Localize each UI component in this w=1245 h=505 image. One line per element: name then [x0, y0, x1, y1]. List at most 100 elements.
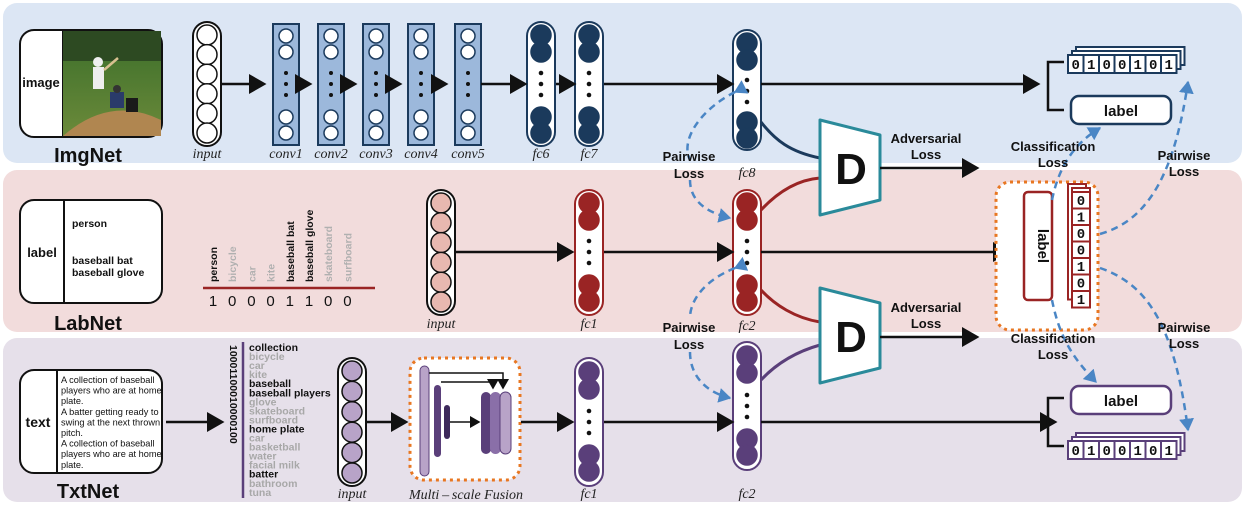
img-hash-bit: 0: [1103, 58, 1111, 74]
adversarial-bottom-word1: Adversarial: [891, 300, 962, 315]
pairwise-right-top-word2: Loss: [1169, 164, 1199, 179]
txt-label-text: label: [1104, 393, 1138, 410]
txt-input-node: [341, 380, 363, 403]
classification-bottom-word1: Classification: [1011, 331, 1096, 346]
img-input-node: [196, 122, 218, 144]
lab-input-node: [430, 212, 452, 234]
conv-node: [278, 125, 294, 141]
text-vector-word: home plate: [249, 423, 305, 435]
label-vector-bit: 0: [266, 293, 274, 310]
pairwise-bottom-word1: Pairwise: [663, 320, 716, 335]
pairwise-right-bottom-word1: Pairwise: [1158, 320, 1211, 335]
img-hash-bit: 1: [1087, 58, 1095, 74]
conv-ellipsis-dot: [374, 71, 378, 75]
txt-input-layer: [337, 357, 367, 487]
txt-input-node: [341, 421, 363, 443]
txt-hash-bit: 0: [1118, 444, 1126, 460]
text-vector-word: kite: [249, 369, 267, 381]
label-input-box: label person baseball bat baseball glove: [19, 199, 163, 304]
text-vector-word: bathroom: [249, 478, 297, 490]
txt-fc1-node: [578, 378, 600, 400]
label-vector-word: bicycle: [227, 246, 239, 282]
txt-fc2-label: fc2: [738, 487, 755, 502]
txt-hash-bit-cell: [1160, 440, 1178, 460]
img-output-bracket: [1046, 60, 1064, 112]
img-fc7-node: [578, 41, 600, 63]
conv4-label: conv4: [404, 147, 437, 162]
txt-hash-bit: 1: [1165, 444, 1173, 460]
text-vector-word: batter: [249, 469, 278, 481]
conv-ellipsis-dot: [419, 82, 423, 86]
label-vector-bit: 0: [228, 293, 236, 310]
conv-node: [413, 109, 429, 125]
text-vector-word: baseball players: [249, 387, 331, 399]
image-input-box: image: [19, 29, 163, 138]
txt-fc1-ellipsis-dot: [586, 408, 592, 414]
discriminator-bottom-connections: [759, 288, 821, 382]
lab-output-block: label: [994, 180, 1100, 332]
lab-hash-bit: 1: [1077, 293, 1085, 309]
img-hash-bit: 0: [1118, 58, 1126, 74]
lab-fc2-ellipsis-dot: [744, 238, 750, 244]
fc6-label: fc6: [532, 147, 549, 162]
conv-node: [278, 28, 294, 44]
fc8-label: fc8: [738, 166, 755, 181]
img-fc6-node: [530, 41, 552, 63]
lab-input-node: [430, 251, 452, 274]
fusion-label: Multi – scale Fusion: [408, 488, 523, 503]
pairwise-loss-arrows-left: [686, 80, 749, 403]
label-vector-bit: 1: [209, 293, 217, 310]
img-fc8-layer: [732, 29, 762, 151]
txt-input-node: [341, 360, 363, 382]
classification-top-word2: Loss: [1038, 155, 1068, 170]
txt-hash-bit: 0: [1103, 444, 1111, 460]
label-line-person: person: [72, 218, 107, 230]
labnet-title: LabNet: [54, 313, 122, 335]
img-fc8-ellipsis-dot: [744, 88, 750, 94]
conv-node: [278, 44, 294, 60]
discriminator-bottom: D: [818, 286, 882, 385]
lab-fc2-ellipsis-dot: [744, 249, 750, 255]
img-input-node: [196, 102, 218, 125]
img-hash-bit: 0: [1149, 58, 1157, 74]
img-fc7-node: [578, 122, 600, 144]
lab-hash-bit: 1: [1077, 260, 1085, 276]
txt-fc2-node: [736, 444, 758, 466]
conv-ellipsis-dot: [329, 82, 333, 86]
text-vector-word: car: [249, 433, 265, 445]
fc7-label: fc7: [580, 147, 598, 162]
img-fc7-ellipsis-dot: [586, 70, 592, 76]
label-vector-word: surfboard: [342, 233, 354, 282]
text-vector-word: collection: [249, 342, 298, 354]
text-sentence-line: swing at the next thrown: [61, 417, 160, 427]
txt-label-box: label: [1069, 384, 1173, 416]
lab-fc1-ellipsis-dot: [586, 238, 592, 244]
conv2-label: conv2: [314, 147, 347, 162]
text-vector-word: surfboard: [249, 414, 298, 426]
classification-bottom-word2: Loss: [1038, 347, 1068, 362]
img-fc7-ellipsis-dot: [586, 92, 592, 98]
lab-hash-bit-cell: [1071, 290, 1091, 309]
txt-fc2-node: [736, 362, 758, 384]
text-sentence-line: A collection of baseball: [61, 375, 154, 385]
label-line-bat: baseball bat: [72, 255, 133, 267]
pairwise-top-word2: Loss: [674, 166, 704, 181]
lab-fc1-ellipsis-dot: [586, 249, 592, 255]
multi-scale-fusion-block: [408, 356, 522, 482]
img-fc8-ellipsis-dot: [744, 99, 750, 105]
label-tag: label: [27, 245, 57, 260]
lab-fc2-node: [736, 290, 758, 312]
txt-input-label: input: [338, 487, 368, 502]
adversarial-top-word1: Adversarial: [891, 131, 962, 146]
lab-hash-bit: 0: [1077, 194, 1085, 210]
img-label-text: label: [1104, 103, 1138, 120]
lab-fc1-layer: [574, 189, 604, 316]
img-hash-bit-cell: [1160, 54, 1178, 74]
label-vector-word: baseball glove: [304, 209, 316, 282]
classification-top-word1: Classification: [1011, 139, 1096, 154]
conv-node: [323, 109, 339, 125]
conv-node: [460, 44, 476, 60]
conv-ellipsis-dot: [329, 71, 333, 75]
